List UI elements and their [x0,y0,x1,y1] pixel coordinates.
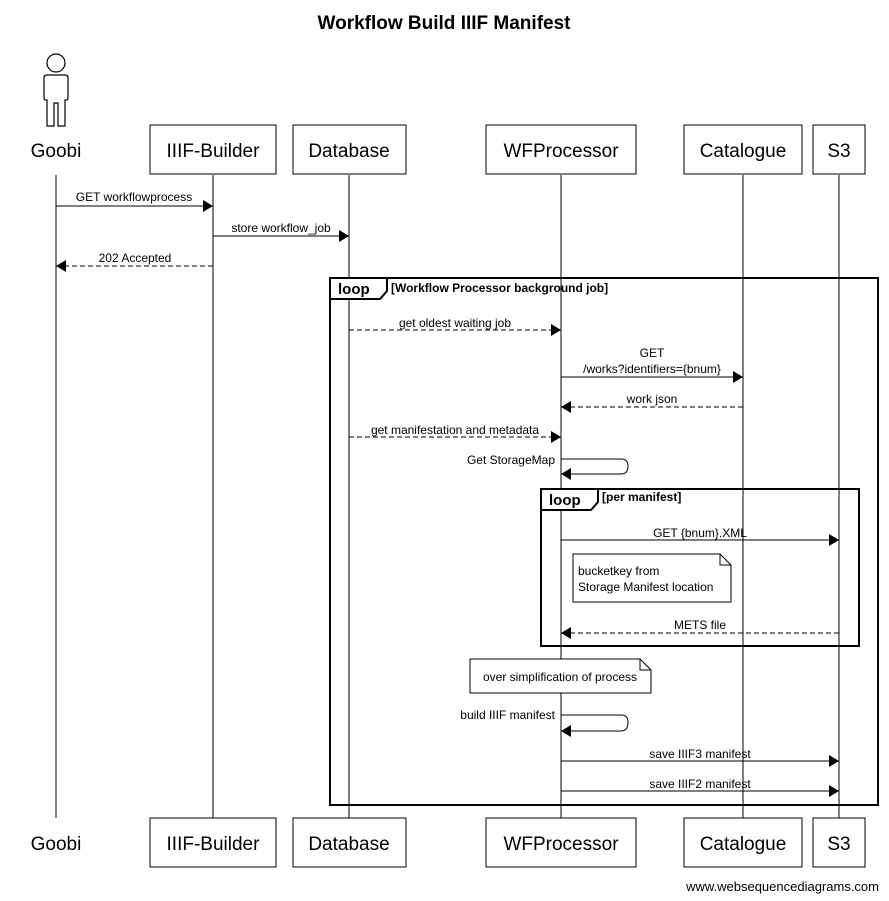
participant-label: WFProcessor [503,834,619,855]
participant-wfprocessor: WFProcessor [485,124,637,175]
participant-label: WFProcessor [503,141,619,162]
loop-condition: [per manifest] [602,490,681,504]
note-line-1: over simplification of process [483,670,637,684]
participant-label: Catalogue [700,834,787,855]
message-202-accepted: 202 Accepted [56,251,213,272]
message-label-line-1: GET [640,346,665,360]
participant-label: S3 [827,141,850,162]
participant-label: Goobi [31,141,82,162]
diagram-title: Workflow Build IIIF Manifest [318,13,572,34]
participant-label: Goobi [31,834,82,855]
message-work-json: work json [561,392,743,413]
message-get-storagemap: Get StorageMap [467,453,629,480]
note-bucketkey: bucketkey from Storage Manifest location [572,553,732,603]
participant-label: S3 [827,834,850,855]
loop-condition: [Workflow Processor background job] [391,281,608,295]
participant-label: Database [308,834,389,855]
participants-top: Goobi IIIF-Builder Database WFProcessor … [31,53,866,175]
messages: GET workflowprocess store workflow_job 2… [56,190,839,797]
footer-credit: www.websequencediagrams.com [685,879,879,894]
loop-frame-background-job: loop [Workflow Processor background job] [329,277,879,806]
participant-label: IIIF-Builder [167,141,261,162]
person-icon [43,53,69,127]
message-label: Get StorageMap [467,453,555,467]
message-get-manifestation-and-metadata: get manifestation and metadata [349,423,561,443]
message-get-works: GET /works?identifiers={bnum} [561,346,743,383]
participant-iiif-builder: IIIF-Builder [149,124,277,175]
message-save-iiif2-manifest: save IIIF2 manifest [561,777,839,797]
message-label: work json [626,392,678,406]
message-get-workflowprocess: GET workflowprocess [56,190,213,212]
message-label: build IIIF manifest [460,708,555,722]
note-line-2: Storage Manifest location [578,580,713,594]
participant-s3: S3 [812,124,866,175]
message-label: save IIIF2 manifest [649,777,751,791]
message-get-oldest-waiting-job: get oldest waiting job [349,316,561,336]
note-line-1: bucketkey from [578,564,659,578]
message-mets-file: METS file [561,618,839,639]
message-label: 202 Accepted [99,251,172,265]
loop-label: loop [338,281,370,298]
participants-bottom: Goobi IIIF-Builder Database WFProcessor … [31,817,866,868]
participant-label: IIIF-Builder [167,834,261,855]
loop-label: loop [549,492,581,509]
message-label-line-2: /works?identifiers={bnum} [583,362,721,376]
note-over-simplification: over simplification of process [469,658,652,694]
message-label: get oldest waiting job [399,316,511,330]
participant-label: Catalogue [700,141,787,162]
participant-label: Database [308,141,389,162]
message-label: GET {bnum}.XML [653,526,747,540]
message-build-iiif-manifest: build IIIF manifest [460,708,629,737]
participant-catalogue: Catalogue [683,124,803,175]
message-save-iiif3-manifest: save IIIF3 manifest [561,747,839,767]
message-label: METS file [674,618,726,632]
message-label: get manifestation and metadata [371,423,539,437]
message-label: GET workflowprocess [76,190,192,204]
message-store-workflow-job: store workflow_job [213,221,349,242]
actor-goobi: Goobi [31,53,82,162]
message-label: store workflow_job [231,221,331,235]
message-get-bnum-xml: GET {bnum}.XML [561,526,839,546]
message-label: save IIIF3 manifest [649,747,751,761]
participant-database: Database [292,124,407,175]
